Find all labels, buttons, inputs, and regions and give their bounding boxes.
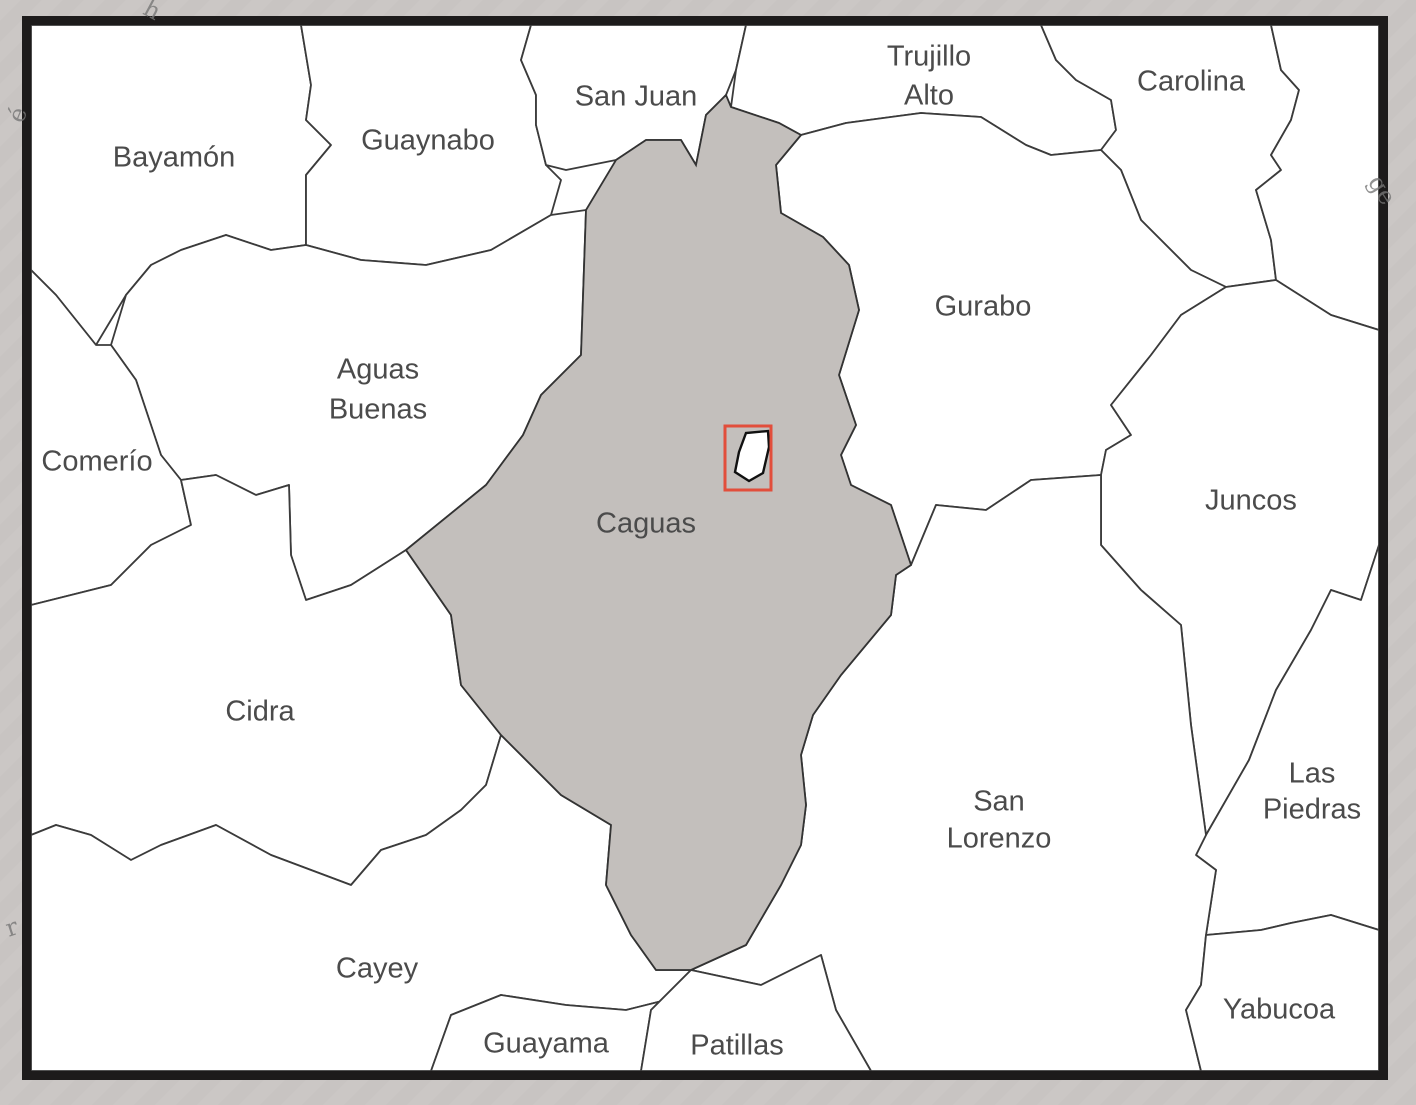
red-selection-box <box>723 424 773 492</box>
label-piedras: Piedras <box>1263 794 1361 826</box>
label-trujillo: Trujillo <box>887 41 971 73</box>
label-guayama: Guayama <box>483 1028 610 1060</box>
edge-fragment-bottom-left: r <box>2 912 22 943</box>
carolina-east-region[interactable] <box>1255 25 1379 331</box>
label-bayamon: Bayamón <box>113 142 236 174</box>
label-las: Las <box>1289 758 1336 790</box>
caguas-region[interactable] <box>404 93 913 971</box>
label-cidra: Cidra <box>225 696 295 728</box>
label-yabucoa: Yabucoa <box>1223 994 1336 1026</box>
map-frame: Bayamón Guaynabo San Juan Trujillo Alto … <box>22 16 1388 1080</box>
label-guaynabo: Guaynabo <box>361 125 495 157</box>
label-cayey: Cayey <box>336 953 419 985</box>
label-caguas: Caguas <box>596 508 696 540</box>
label-buenas: Buenas <box>329 394 427 426</box>
municipality-map: Bayamón Guaynabo San Juan Trujillo Alto … <box>31 25 1379 1071</box>
caguas-focus-area[interactable] <box>733 429 771 483</box>
label-lorenzo: Lorenzo <box>947 823 1052 855</box>
label-comerio: Comerío <box>41 446 152 478</box>
label-aguas: Aguas <box>337 354 419 386</box>
label-gurabo: Gurabo <box>935 291 1032 323</box>
label-juncos: Juncos <box>1205 485 1297 517</box>
patillas-region[interactable] <box>640 954 872 1071</box>
label-san-juan: San Juan <box>575 81 698 113</box>
label-alto: Alto <box>904 80 954 112</box>
label-patillas: Patillas <box>690 1030 784 1062</box>
label-carolina: Carolina <box>1137 66 1246 98</box>
yabucoa-region[interactable] <box>1185 914 1379 1071</box>
label-san: San <box>973 786 1025 818</box>
